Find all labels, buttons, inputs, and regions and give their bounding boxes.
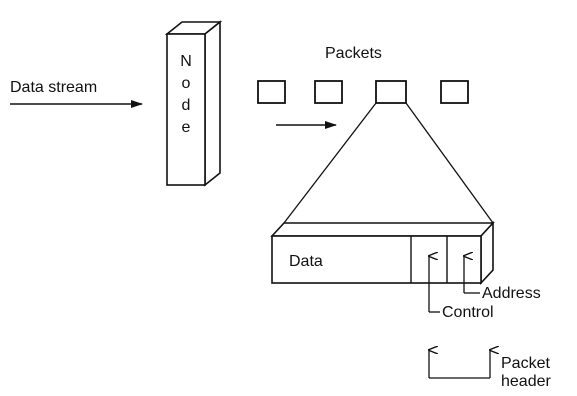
node-box: N o d e [164, 20, 223, 187]
expanded-packet: Data [270, 220, 495, 286]
data-stream-label: Data stream [10, 79, 97, 96]
node-letter: o [182, 75, 191, 92]
packet-field-control: Control [442, 304, 494, 321]
packet-box-highlighted [375, 80, 407, 104]
packet-field-data: Data [289, 253, 323, 270]
node-letter: d [182, 97, 191, 114]
packet-header-bracket [429, 350, 490, 379]
expansion-line-right [405, 102, 494, 224]
packet-header-label-line2: header [501, 373, 551, 390]
node-letter: N [180, 53, 192, 70]
packet-box [440, 80, 469, 104]
node-letter: e [182, 119, 191, 136]
packet-box [314, 80, 343, 104]
packets-label: Packets [325, 45, 382, 62]
packet-header-label-line1: Packet [501, 355, 550, 372]
packet-box [257, 80, 286, 104]
packet-field-address: Address [482, 285, 541, 302]
expansion-line-left [283, 102, 377, 224]
